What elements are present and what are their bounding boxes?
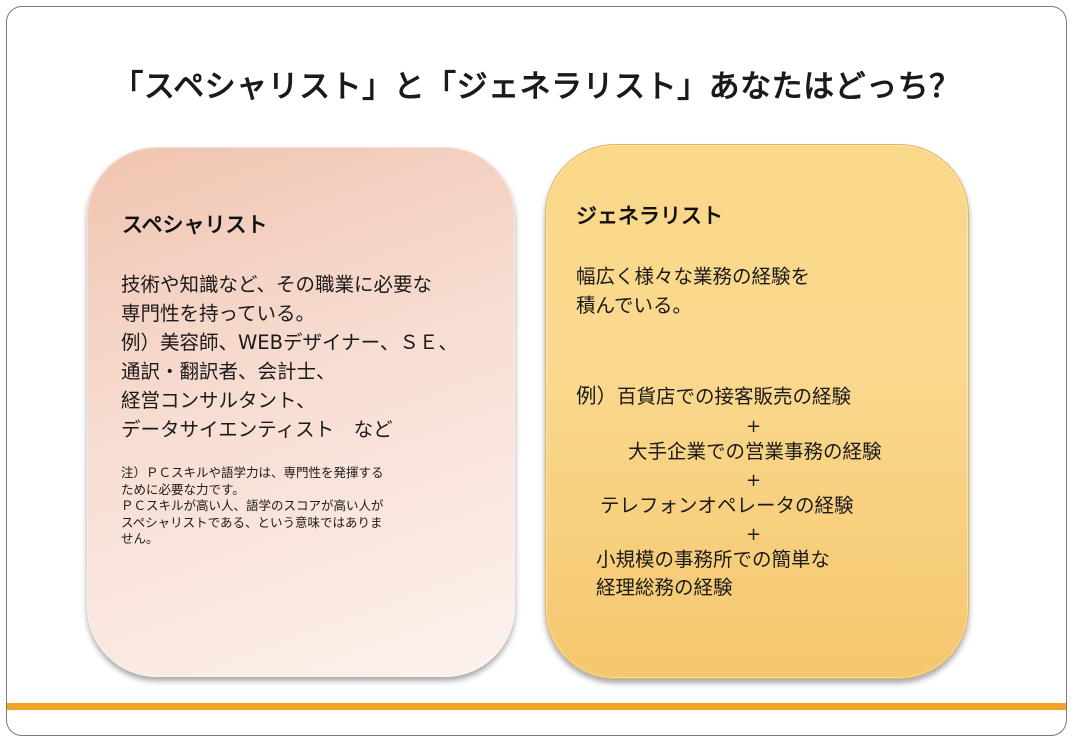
note-line: ために必要な力です。 <box>121 481 245 497</box>
specialist-line: 例）美容師、WEBデザイナー、ＳＥ、 <box>121 331 458 354</box>
example-item: テレフォンオペレータの経験 <box>600 494 854 517</box>
slide-title: 「スペシャリスト」と「ジェネラリスト」あなたはどっち？ <box>112 69 961 105</box>
specialist-description: 技術や知識など、その職業に必要な 専門性を持っている。 例）美容師、WEBデザイ… <box>121 270 458 444</box>
plus-sign: + <box>746 416 762 437</box>
generalist-line: 積んでいる。 <box>576 294 693 317</box>
generalist-description: 幅広く様々な業務の経験を 積んでいる。 <box>576 262 810 320</box>
specialist-line: 技術や知識など、その職業に必要な <box>121 273 433 296</box>
example-item: 百貨店での接客販売の経験 <box>617 385 852 408</box>
note-line: スペシャリストである、という意味ではありま <box>121 514 383 530</box>
specialist-line: 通訳・翻訳者、会計士、 <box>121 360 336 383</box>
plus-sign: + <box>746 524 762 545</box>
specialist-line: データサイエンティスト など <box>121 418 393 441</box>
slide: 「スペシャリスト」と「ジェネラリスト」あなたはどっち？ スペシャリスト 技術や知… <box>6 6 1067 736</box>
example-item: 小規模の事務所での簡単な <box>596 548 831 571</box>
specialist-heading: スペシャリスト <box>122 213 268 237</box>
example-item: 大手企業での営業事務の経験 <box>628 440 882 463</box>
specialist-card: スペシャリスト 技術や知識など、その職業に必要な 専門性を持っている。 例）美容… <box>87 147 515 677</box>
example-prefix: 例） <box>576 384 617 408</box>
plus-sign: + <box>746 470 762 491</box>
generalist-line: 幅広く様々な業務の経験を <box>576 265 811 288</box>
generalist-heading: ジェネラリスト <box>576 204 723 228</box>
note-line: せん。 <box>121 531 159 546</box>
example-item: 経理総務の経験 <box>596 576 733 599</box>
specialist-note: 注）ＰＣスキルや語学力は、専門性を発揮する ために必要な力です。 ＰＣスキルが高… <box>121 465 384 548</box>
accent-bar <box>7 703 1066 710</box>
note-line: ＰＣスキルが高い人、語学のスコアが高い人が <box>121 498 384 513</box>
specialist-line: 経営コンサルタント、 <box>121 389 316 412</box>
generalist-example-first: 例）百貨店での接客販売の経験 <box>576 383 851 410</box>
note-line: 注）ＰＣスキルや語学力は、専門性を発揮する <box>121 465 384 480</box>
generalist-card: ジェネラリスト 幅広く様々な業務の経験を 積んでいる。 例）百貨店での接客販売の… <box>545 144 969 679</box>
specialist-line: 専門性を持っている。 <box>121 302 316 325</box>
